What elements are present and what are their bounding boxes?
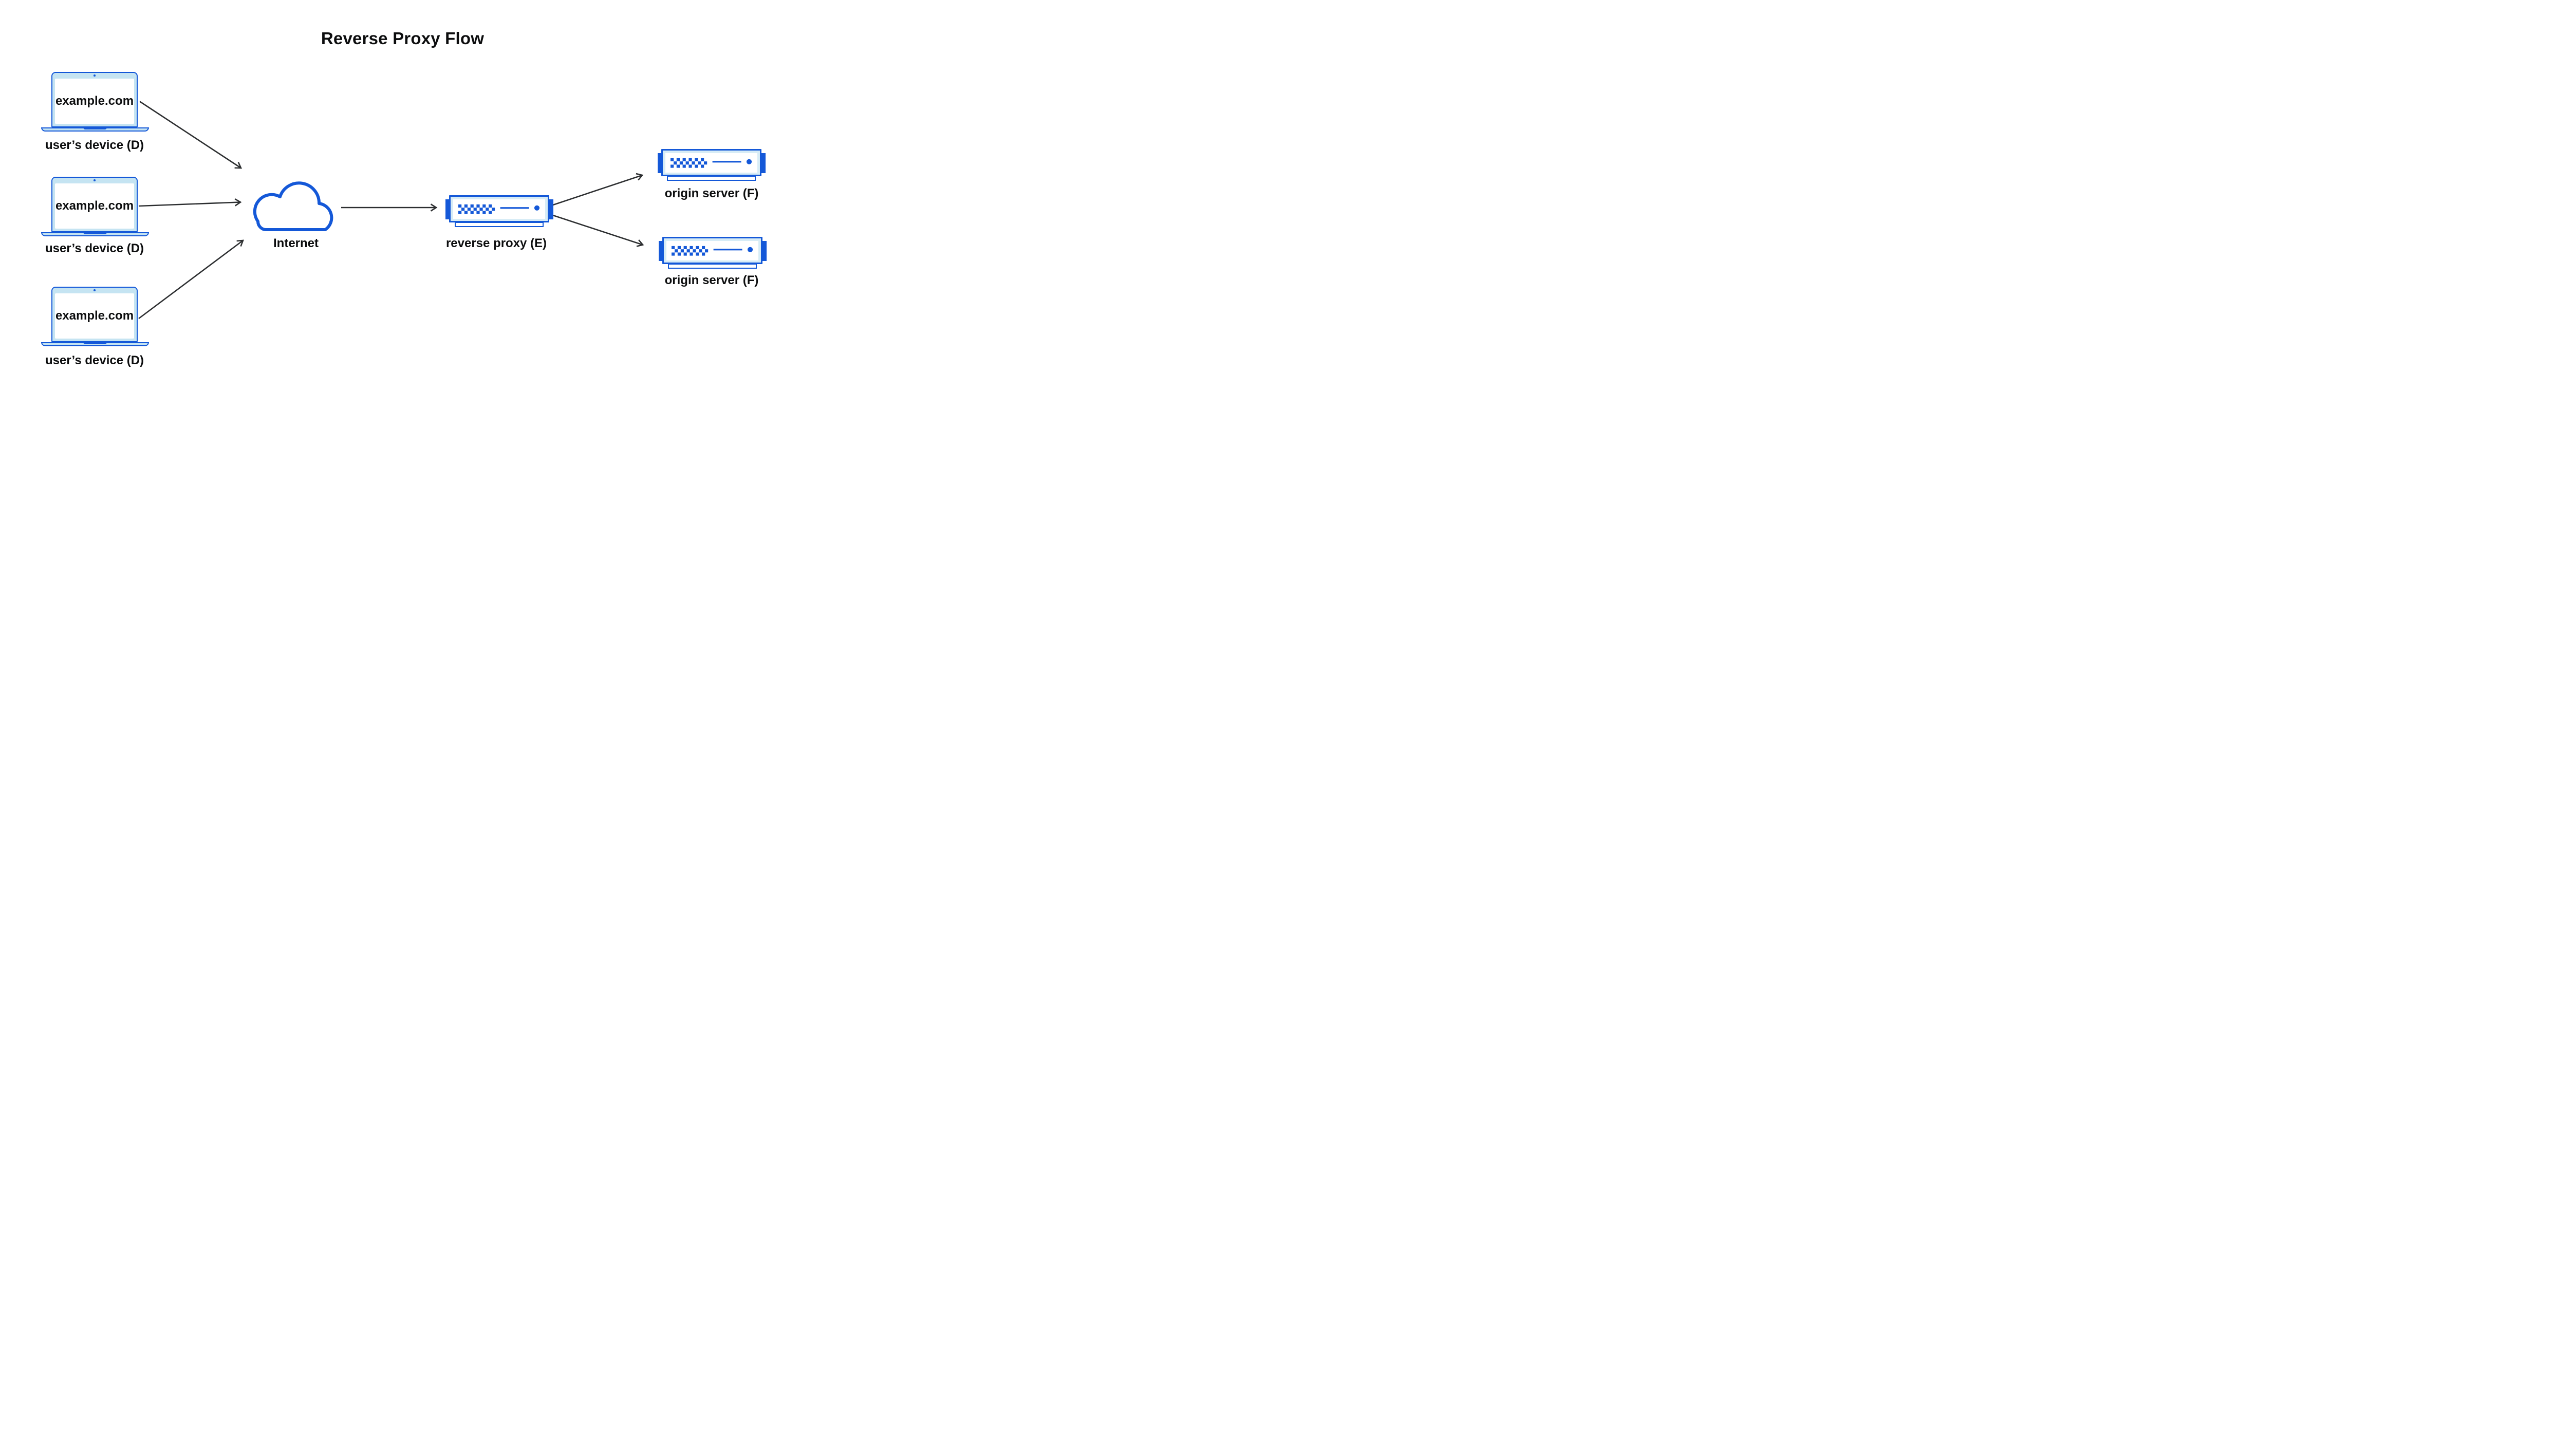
server-face-icon [665,153,757,173]
arrow-proxy-to-origin1 [551,173,644,207]
internet-cloud-icon [253,181,333,231]
arrow-device3-to-internet [138,239,244,320]
reverse-proxy-label: reverse proxy (E) [445,236,547,250]
server-side-tab-left [657,153,662,173]
user-device-1: example.com [41,72,149,132]
laptop-hinge-notch [83,342,107,344]
user-device-2: example.com [41,177,149,237]
server-side-tab-left [658,241,663,261]
laptop-display: example.com [55,79,134,124]
diagram-canvas: Reverse Proxy Flow example.com user’s de… [0,0,805,403]
webcam-icon [94,289,96,291]
laptop-hinge-notch [83,232,107,234]
diagram-title: Reverse Proxy Flow [321,29,485,48]
origin-server-2 [658,237,767,269]
origin-server-1-label: origin server (F) [664,186,759,200]
user-device-3-label: user’s device (D) [45,353,144,367]
user-device-3: example.com [41,287,149,347]
screen-url-text: example.com [55,94,134,108]
server-side-tab-right [761,153,766,173]
webcam-icon [94,74,96,77]
arrow-device1-to-internet [139,101,243,169]
laptop-display: example.com [55,293,134,339]
server-side-tab-left [445,199,450,219]
reverse-proxy-server [445,195,553,227]
server-side-tab-right [762,241,767,261]
screen-url-text: example.com [55,309,134,323]
internet-label: Internet [273,236,319,250]
server-tray [668,264,757,269]
server-face-icon [453,199,545,219]
server-tray [667,176,756,181]
webcam-icon [94,179,96,181]
server-side-tab-right [549,199,553,219]
user-device-2-label: user’s device (D) [45,241,144,255]
origin-server-1 [657,149,766,181]
laptop-display: example.com [55,183,134,229]
origin-server-2-label: origin server (F) [664,273,759,287]
arrow-proxy-to-origin2 [551,214,644,247]
screen-url-text: example.com [55,199,134,213]
server-face-icon [666,241,758,260]
user-device-1-label: user’s device (D) [45,138,144,152]
server-tray [455,222,544,227]
laptop-hinge-notch [83,127,107,129]
arrow-device2-to-internet [138,198,242,207]
